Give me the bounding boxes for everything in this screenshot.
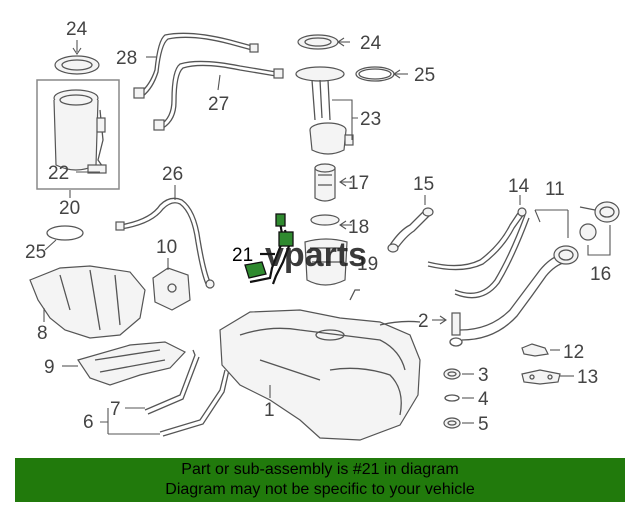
callout-8: 8 [37,323,48,344]
callout-4: 4 [478,389,489,410]
callout-6: 6 [83,412,94,433]
part-25-ring-left [44,225,84,251]
part-6-tank-band [100,369,230,437]
callout-19: 19 [357,254,378,275]
part-24-gasket-right [297,34,350,50]
part-13-bracket [521,369,574,385]
part-28-tube [133,32,259,99]
part-14-breather-tube [427,195,530,299]
parts-diagram: 24 28 27 22 20 25 24 25 23 17 18 19 21 2… [25,19,620,441]
part-15-filler-hose [387,195,434,253]
callout-9: 9 [44,357,55,378]
callout-15: 15 [413,174,434,195]
part-24-gasket-left [54,40,100,75]
part-4-washer [444,394,474,402]
callout-23: 23 [360,109,381,130]
part-18-strainer [310,214,352,230]
part-9-shield [62,341,186,386]
callout-14: 14 [508,176,530,197]
part-10-bracket [152,258,191,311]
callout-25-right: 25 [414,65,435,86]
callout-5: 5 [478,414,489,435]
callout-28: 28 [116,48,137,69]
part-16-fuel-cap [579,201,620,256]
part-26-vent-line [115,185,215,289]
callout-11: 11 [545,179,565,200]
info-banner-line-2: Diagram may not be specific to your vehi… [165,481,475,498]
callout-24-left: 24 [66,19,88,40]
part-17-fuel-pump [314,163,352,202]
callout-21: 21 [232,245,253,266]
callout-16: 16 [590,264,611,285]
part-19-sub-tank [304,238,348,286]
info-banner: Part or sub-assembly is #21 in diagram D… [15,458,625,502]
callout-1: 1 [264,400,275,421]
part-7-tank-band [125,349,200,415]
callout-17: 17 [348,173,369,194]
part-20-assembly-box [36,79,120,190]
callout-26: 26 [162,164,183,185]
part-21-fuel-sender-highlighted [244,213,294,285]
info-banner-line-1: Part or sub-assembly is #21 in diagram [181,461,459,478]
callout-13: 13 [577,367,598,388]
part-5-grommet [443,417,474,429]
callout-18: 18 [348,217,369,238]
callout-3: 3 [478,365,489,386]
part-27-tube [153,60,284,131]
part-11-filler-pipe [459,209,579,341]
part-12-clamp [521,343,560,357]
callout-27: 27 [208,94,229,115]
callout-2: 2 [418,311,429,332]
callout-12: 12 [563,342,584,363]
callout-22: 22 [48,163,69,184]
callout-25-left: 25 [25,242,46,263]
callout-24-right: 24 [360,33,382,54]
part-23-pump-module [295,66,358,155]
part-25-ring-right [355,66,408,82]
part-1-fuel-tank [219,289,421,441]
callout-10: 10 [156,237,177,258]
watermark: vparts [265,236,367,274]
part-8-protector [29,265,146,339]
part-2-valve [432,312,463,347]
callout-7: 7 [110,399,121,420]
part-3-grommet [443,368,474,380]
callout-20: 20 [59,198,80,219]
